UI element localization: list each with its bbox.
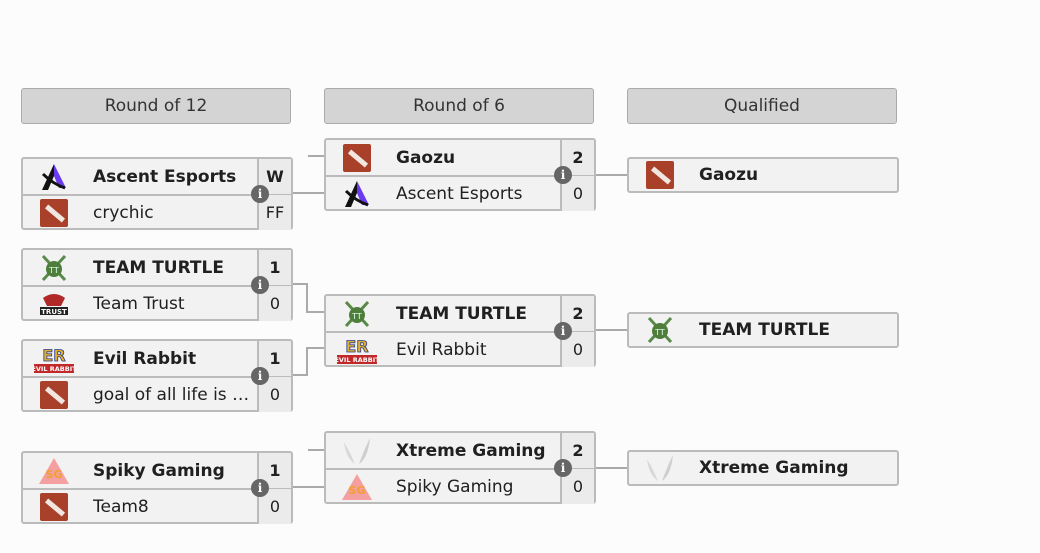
dota-logo-icon [639,161,681,189]
connector [292,486,325,488]
connector [595,174,628,176]
connector [292,374,308,376]
evil-rabbit-logo-icon: EREVIL RABBIT [33,345,75,373]
svg-text:ER: ER [345,337,368,356]
team-name[interactable]: Gaozu [396,147,456,168]
svg-text:EVIL RABBIT: EVIL RABBIT [34,365,74,373]
team-score: 1 [257,341,291,376]
connector [306,311,325,313]
connector [308,155,325,157]
team-name[interactable]: Ascent Esports [93,166,237,187]
svg-text:ER: ER [42,346,65,365]
connector [308,449,325,451]
connector [595,329,628,331]
header-qualified: Qualified [627,88,897,124]
team-score: FF [257,195,291,230]
team-name[interactable]: goal of all life is d... [93,384,257,405]
spiky-logo-icon: SG [336,473,378,501]
match-info-icon[interactable]: i [554,459,572,477]
team-name[interactable]: Xtreme Gaming [396,440,546,461]
match-info-icon[interactable]: i [251,276,269,294]
svg-text:EVIL RABBIT: EVIL RABBIT [337,356,377,364]
connector [292,192,325,194]
connector [292,283,308,285]
team-name[interactable]: Team8 [93,496,149,517]
ascent-logo-icon [336,180,378,208]
match-info-icon[interactable]: i [251,479,269,497]
dota-logo-icon [33,492,75,521]
connector [306,347,325,349]
team-name[interactable]: Xtreme Gaming [699,458,849,478]
trust-logo-icon: TRUST [33,290,75,318]
header-round-of-6: Round of 6 [324,88,594,124]
dota-logo-icon [33,198,75,227]
team-row[interactable]: goal of all life is d...0 [23,377,291,412]
qualified-team[interactable]: Gaozu [627,157,899,193]
evil-rabbit-logo-icon: EREVIL RABBIT [336,336,378,364]
match-info-icon[interactable]: i [251,367,269,385]
svg-text:TRUST: TRUST [41,308,67,316]
xtreme-logo-icon [336,437,378,465]
team-name[interactable]: Ascent Esports [396,183,523,204]
match-info-icon[interactable]: i [554,322,572,340]
team-name[interactable]: TEAM TURTLE [699,320,830,340]
team-row[interactable]: EREVIL RABBIT Evil Rabbit 0 [326,332,594,367]
turtle-logo-icon: TT [336,300,378,328]
team-name[interactable]: TEAM TURTLE [93,257,224,278]
team-row[interactable]: EREVIL RABBIT Evil Rabbit 1 [23,341,291,378]
turtle-logo-icon: TT [639,316,681,344]
header-round-of-12: Round of 12 [21,88,291,124]
turtle-logo-icon: TT [33,254,75,282]
spiky-logo-icon: SG [33,457,75,485]
team-row[interactable]: crychic FF [23,195,291,230]
xtreme-logo-icon [639,454,681,482]
team-name[interactable]: Spiky Gaming [93,460,225,481]
svg-text:TT: TT [654,328,665,337]
ascent-logo-icon [33,163,75,191]
team-score: 0 [560,332,594,367]
dota-logo-icon [336,143,378,172]
team-name[interactable]: Gaozu [699,165,759,185]
svg-text:SG: SG [46,468,63,481]
team-name[interactable]: Spiky Gaming [396,476,514,497]
team-name[interactable]: Evil Rabbit [396,339,487,360]
match-info-icon[interactable]: i [554,166,572,184]
connector [306,347,308,376]
svg-text:SG: SG [349,484,366,497]
team-name[interactable]: crychic [93,202,154,223]
qualified-team[interactable]: Xtreme Gaming [627,450,899,486]
team-name[interactable]: Evil Rabbit [93,348,197,369]
svg-text:TT: TT [351,312,362,321]
dota-logo-icon [33,380,75,409]
qualified-team[interactable]: TT TEAM TURTLE [627,312,899,348]
team-name[interactable]: Team Trust [93,293,185,314]
svg-text:TT: TT [48,266,59,275]
connector [306,283,308,313]
connector [595,467,628,469]
team-name[interactable]: TEAM TURTLE [396,303,527,324]
match-info-icon[interactable]: i [251,185,269,203]
